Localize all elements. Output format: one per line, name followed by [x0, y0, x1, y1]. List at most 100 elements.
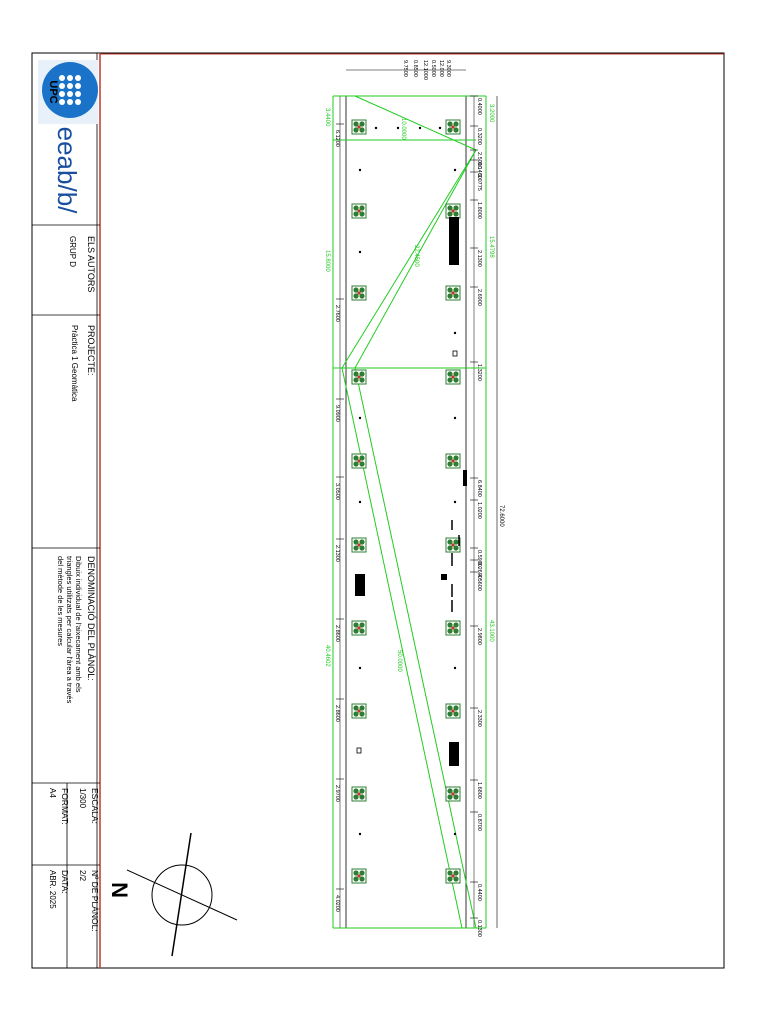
denomination-label: DENOMINACIÓ DEL PLÀNOL:	[86, 556, 96, 681]
bottom-dim-label: 2.8600	[334, 705, 340, 722]
survey-point	[453, 168, 457, 172]
diag-label-2: 22.4500	[413, 245, 419, 267]
tree-icon	[445, 369, 461, 385]
green-dim-label: 43.1000	[488, 620, 494, 642]
tree-icon	[445, 203, 461, 219]
header-stack-label: 12.000	[438, 60, 444, 77]
plan-number-label: Nº DE PLÀNOL:	[90, 870, 100, 932]
bottom-dim-label: 2.8600	[334, 625, 340, 642]
tree-icon	[445, 453, 461, 469]
top-dim-label: 2.5000	[476, 152, 482, 169]
tree-icon	[351, 453, 367, 469]
tree-icon	[351, 868, 367, 884]
black-block	[463, 470, 467, 486]
bottom-dim-label: 2.7600	[334, 305, 340, 322]
north-arrow: N	[107, 832, 238, 957]
top-dim-label: 0.1460	[476, 162, 482, 179]
green-dim-label: 15.8000	[324, 250, 330, 272]
top-dim-label: 2.1300	[476, 250, 482, 267]
black-block	[355, 574, 365, 596]
eeab-logo: eeab/b/	[52, 127, 82, 215]
tree-icon	[445, 620, 461, 636]
tree-symbols	[351, 119, 461, 884]
top-dim-label: 1.6800	[476, 782, 482, 799]
tree-icon	[445, 703, 461, 719]
bottom-dim-label: 3.0500	[334, 483, 340, 500]
top-dim-label: 2.3300	[476, 710, 482, 727]
top-dim-label: 0.2600	[476, 562, 482, 579]
survey-point	[418, 126, 422, 130]
survey-point	[358, 168, 362, 172]
survey-point	[453, 416, 457, 420]
denomination-line-2: triangles utilitzats per calcular l'àrea…	[65, 556, 74, 704]
tree-icon	[351, 203, 367, 219]
header-stack-label: 9.3000	[445, 60, 451, 77]
upc-logo: UPC	[38, 60, 98, 124]
project-value: Pràctica 1 Geomàtica	[70, 325, 79, 402]
header-stack-label: 0.5000	[430, 60, 436, 77]
denomination-line-3: del mètode de les mesures	[56, 556, 65, 646]
black-block	[449, 742, 459, 766]
survey-plan: 10.0000 22.4500 50.0000 72.6000 0.40000.…	[324, 60, 504, 937]
black-block	[449, 217, 459, 265]
diag-label-3: 50.0000	[396, 650, 402, 672]
tree-icon	[351, 537, 367, 553]
green-dim-label: 3.4400	[324, 108, 330, 127]
survey-point	[453, 832, 457, 836]
total-length: 72.6000	[498, 505, 504, 527]
tree-icon	[445, 285, 461, 301]
tree-icon	[445, 786, 461, 802]
survey-point	[438, 126, 442, 130]
triangulation	[332, 95, 487, 929]
survey-point	[358, 416, 362, 420]
plan-number-value: 2/2	[78, 870, 87, 882]
lot-outline	[345, 95, 467, 929]
survey-point	[453, 500, 457, 504]
sheet-border	[31, 52, 725, 969]
tree-icon	[351, 620, 367, 636]
north-label: N	[107, 882, 132, 898]
top-dimensions: 0.40000.32002.50000.14603.07751.80002.13…	[470, 95, 482, 937]
bottom-dim-label: 6.1200	[334, 130, 340, 147]
date-label: DATA:	[60, 870, 70, 894]
tree-icon	[351, 119, 367, 135]
top-dim-label: 1.3200	[476, 364, 482, 381]
top-dim-label: 0.4000	[476, 98, 482, 115]
denomination-line-1: Dibuix individual de l'aixecament amb el…	[74, 556, 83, 693]
top-dim-label: 0.8700	[476, 814, 482, 831]
green-dim-label: 15.4798	[488, 236, 494, 258]
tree-icon	[351, 369, 367, 385]
top-dim-label: 0.5900	[476, 550, 482, 567]
tree-icon	[351, 703, 367, 719]
survey-point	[453, 666, 457, 670]
survey-point	[396, 126, 400, 130]
survey-point	[358, 500, 362, 504]
authors-value: GRUP D	[68, 236, 77, 267]
project-label: PROJECTE:	[86, 325, 96, 376]
survey-point	[453, 331, 457, 335]
top-dim-label: 0.3200	[476, 128, 482, 145]
small-mark	[452, 350, 458, 357]
authors-label: ELS AUTORS	[86, 236, 96, 292]
survey-point	[358, 832, 362, 836]
top-dim-label: 0.1300	[476, 920, 482, 937]
small-mark	[356, 747, 362, 754]
format-value: A4	[48, 788, 57, 798]
scale-label: ESCALA:	[90, 788, 100, 824]
top-dim-label: 6.8400	[476, 480, 482, 497]
top-dim-label: 4.5600	[476, 574, 482, 591]
header-stack-label: 9.7500	[402, 60, 408, 77]
bottom-dimensions: 6.12002.76009.09003.05002.13002.86002.86…	[334, 123, 344, 912]
top-dim-label: 1.0200	[476, 502, 482, 519]
top-dim-label: 3.0775	[476, 174, 482, 191]
survey-point	[358, 250, 362, 254]
date-value: ABR. 2025	[48, 870, 57, 909]
format-label: FORMAT:	[60, 788, 70, 825]
bottom-dim-label: 2.9700	[334, 785, 340, 802]
bottom-dim-label: 4.0200	[334, 895, 340, 912]
top-dim-label: 2.6900	[476, 289, 482, 306]
hatch-lines	[451, 520, 460, 612]
